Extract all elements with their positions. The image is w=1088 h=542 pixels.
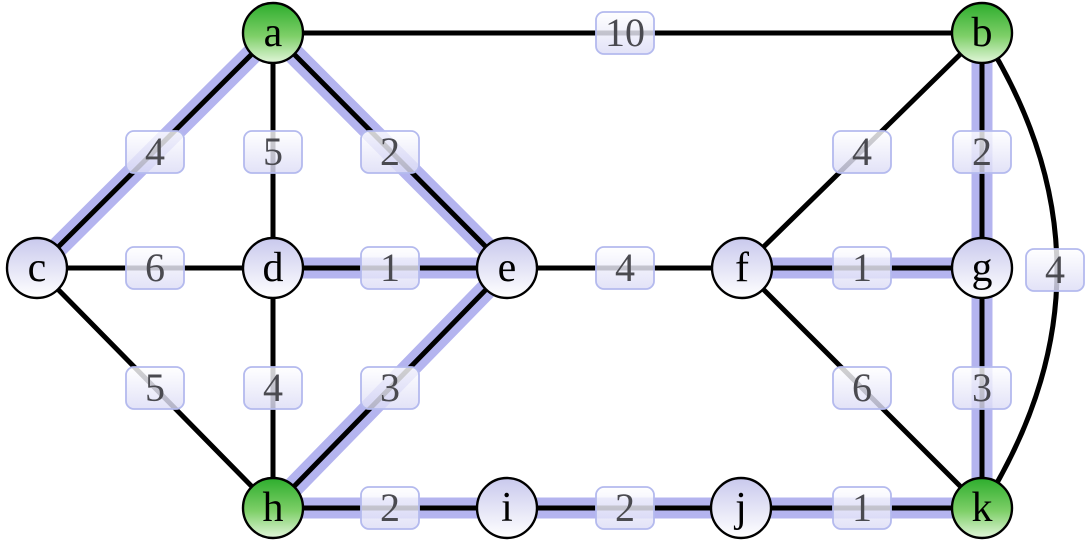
edge-weight-box: [243, 130, 303, 174]
node-label-f: f: [735, 245, 749, 291]
node-label-h: h: [263, 485, 284, 531]
edge-weight-text: 1: [380, 245, 400, 290]
node-b: b: [950, 1, 1014, 65]
node-circle-h: [241, 476, 305, 540]
node-circle-g: [950, 236, 1014, 300]
edge-weight-text: 5: [145, 365, 165, 410]
edge-weight-a-d: 5: [243, 129, 303, 174]
edge-weight-d-e: 1: [360, 245, 420, 290]
node-k: k: [950, 476, 1014, 540]
edge-weight-text: 4: [263, 365, 283, 410]
edge-weight-box: [595, 11, 655, 55]
node-d: d: [241, 236, 305, 300]
edge-weight-box: [125, 366, 185, 410]
edge-weight-a-e: 2: [360, 129, 420, 174]
edge-weight-text: 6: [852, 365, 872, 410]
edge-weight-text: 4: [1045, 247, 1065, 292]
node-a: a: [241, 1, 305, 65]
edge-weight-i-j: 2: [595, 485, 655, 530]
node-e: e: [475, 236, 539, 300]
edge-weight-text: 2: [615, 485, 635, 530]
edge-weight-text: 3: [972, 365, 992, 410]
edge-weight-j-k: 1: [832, 485, 892, 530]
node-label-e: e: [498, 245, 517, 291]
edge-weight-box: [832, 246, 892, 290]
node-layer: a b c d e f g h i j k: [5, 1, 1014, 540]
edge-weight-c-h: 5: [125, 365, 185, 410]
edge-weight-a-c: 4: [125, 129, 185, 174]
node-circle-b: [950, 1, 1014, 65]
edge-weight-text: 2: [380, 129, 400, 174]
edge-weight-text: 4: [852, 129, 872, 174]
edge-weight-b-g: 2: [952, 129, 1012, 174]
edge-weight-f-b: 4: [832, 129, 892, 174]
edge-weight-box: [595, 486, 655, 530]
edge-weight-box: [832, 130, 892, 174]
edge-weight-f-g: 1: [832, 245, 892, 290]
edge-weight-box: [952, 366, 1012, 410]
edge-weight-b-k: 4: [1025, 247, 1085, 292]
edge-weight-box: [832, 486, 892, 530]
node-label-a: a: [264, 10, 283, 56]
edge-weight-text: 2: [972, 129, 992, 174]
edge-weight-text: 6: [145, 245, 165, 290]
edge-weight-box: [125, 246, 185, 290]
node-h: h: [241, 476, 305, 540]
node-label-j: j: [733, 485, 747, 531]
edge-weight-text: 5: [263, 129, 283, 174]
edge-weight-box: [595, 246, 655, 290]
node-label-b: b: [972, 10, 993, 56]
node-i: i: [475, 476, 539, 540]
node-circle-k: [950, 476, 1014, 540]
node-label-d: d: [263, 245, 284, 291]
edge-weight-text: 2: [380, 485, 400, 530]
edge-weight-e-f: 4: [595, 245, 655, 290]
node-f: f: [710, 236, 774, 300]
node-j: j: [709, 476, 773, 540]
edge-weight-f-k: 6: [832, 365, 892, 410]
node-label-g: g: [972, 245, 993, 291]
node-circle-d: [241, 236, 305, 300]
edge-weight-text: 4: [615, 245, 635, 290]
edge-weight-box: [952, 130, 1012, 174]
node-circle-f: [710, 236, 774, 300]
edge-weight-box: [243, 366, 303, 410]
edge-weight-text: 4: [145, 129, 165, 174]
node-g: g: [950, 236, 1014, 300]
node-circle-i: [475, 476, 539, 540]
edge-weight-c-d: 6: [125, 245, 185, 290]
edge-weight-h-i: 2: [360, 485, 420, 530]
node-c: c: [5, 236, 69, 300]
edge-weight-box: [832, 366, 892, 410]
node-circle-e: [475, 236, 539, 300]
node-label-k: k: [972, 485, 993, 531]
edge-weight-box: [360, 130, 420, 174]
edge-weight-a-b: 10: [595, 10, 655, 55]
edge-weight-box: [1025, 248, 1085, 292]
edge-weight-g-k: 3: [952, 365, 1012, 410]
edge-weight-box: [125, 130, 185, 174]
edge-weight-d-h: 4: [243, 365, 303, 410]
edge-weight-e-h: 3: [360, 365, 420, 410]
node-circle-c: [5, 236, 69, 300]
edge-weight-box: [360, 486, 420, 530]
node-label-i: i: [501, 485, 513, 531]
node-circle-j: [709, 476, 773, 540]
edge-weight-box: [360, 366, 420, 410]
edge-weight-box: [360, 246, 420, 290]
edge-weight-text: 10: [605, 10, 645, 55]
edge-weight-text: 1: [852, 245, 872, 290]
edge-weight-text: 3: [380, 365, 400, 410]
node-circle-a: [241, 1, 305, 65]
node-label-c: c: [28, 245, 47, 291]
edge-weight-text: 1: [852, 485, 872, 530]
edge-weight-layer: 10 4 5 2 6 5 1 4 4 3 4 1 6 2 4 3 2 2 1: [125, 10, 1085, 530]
